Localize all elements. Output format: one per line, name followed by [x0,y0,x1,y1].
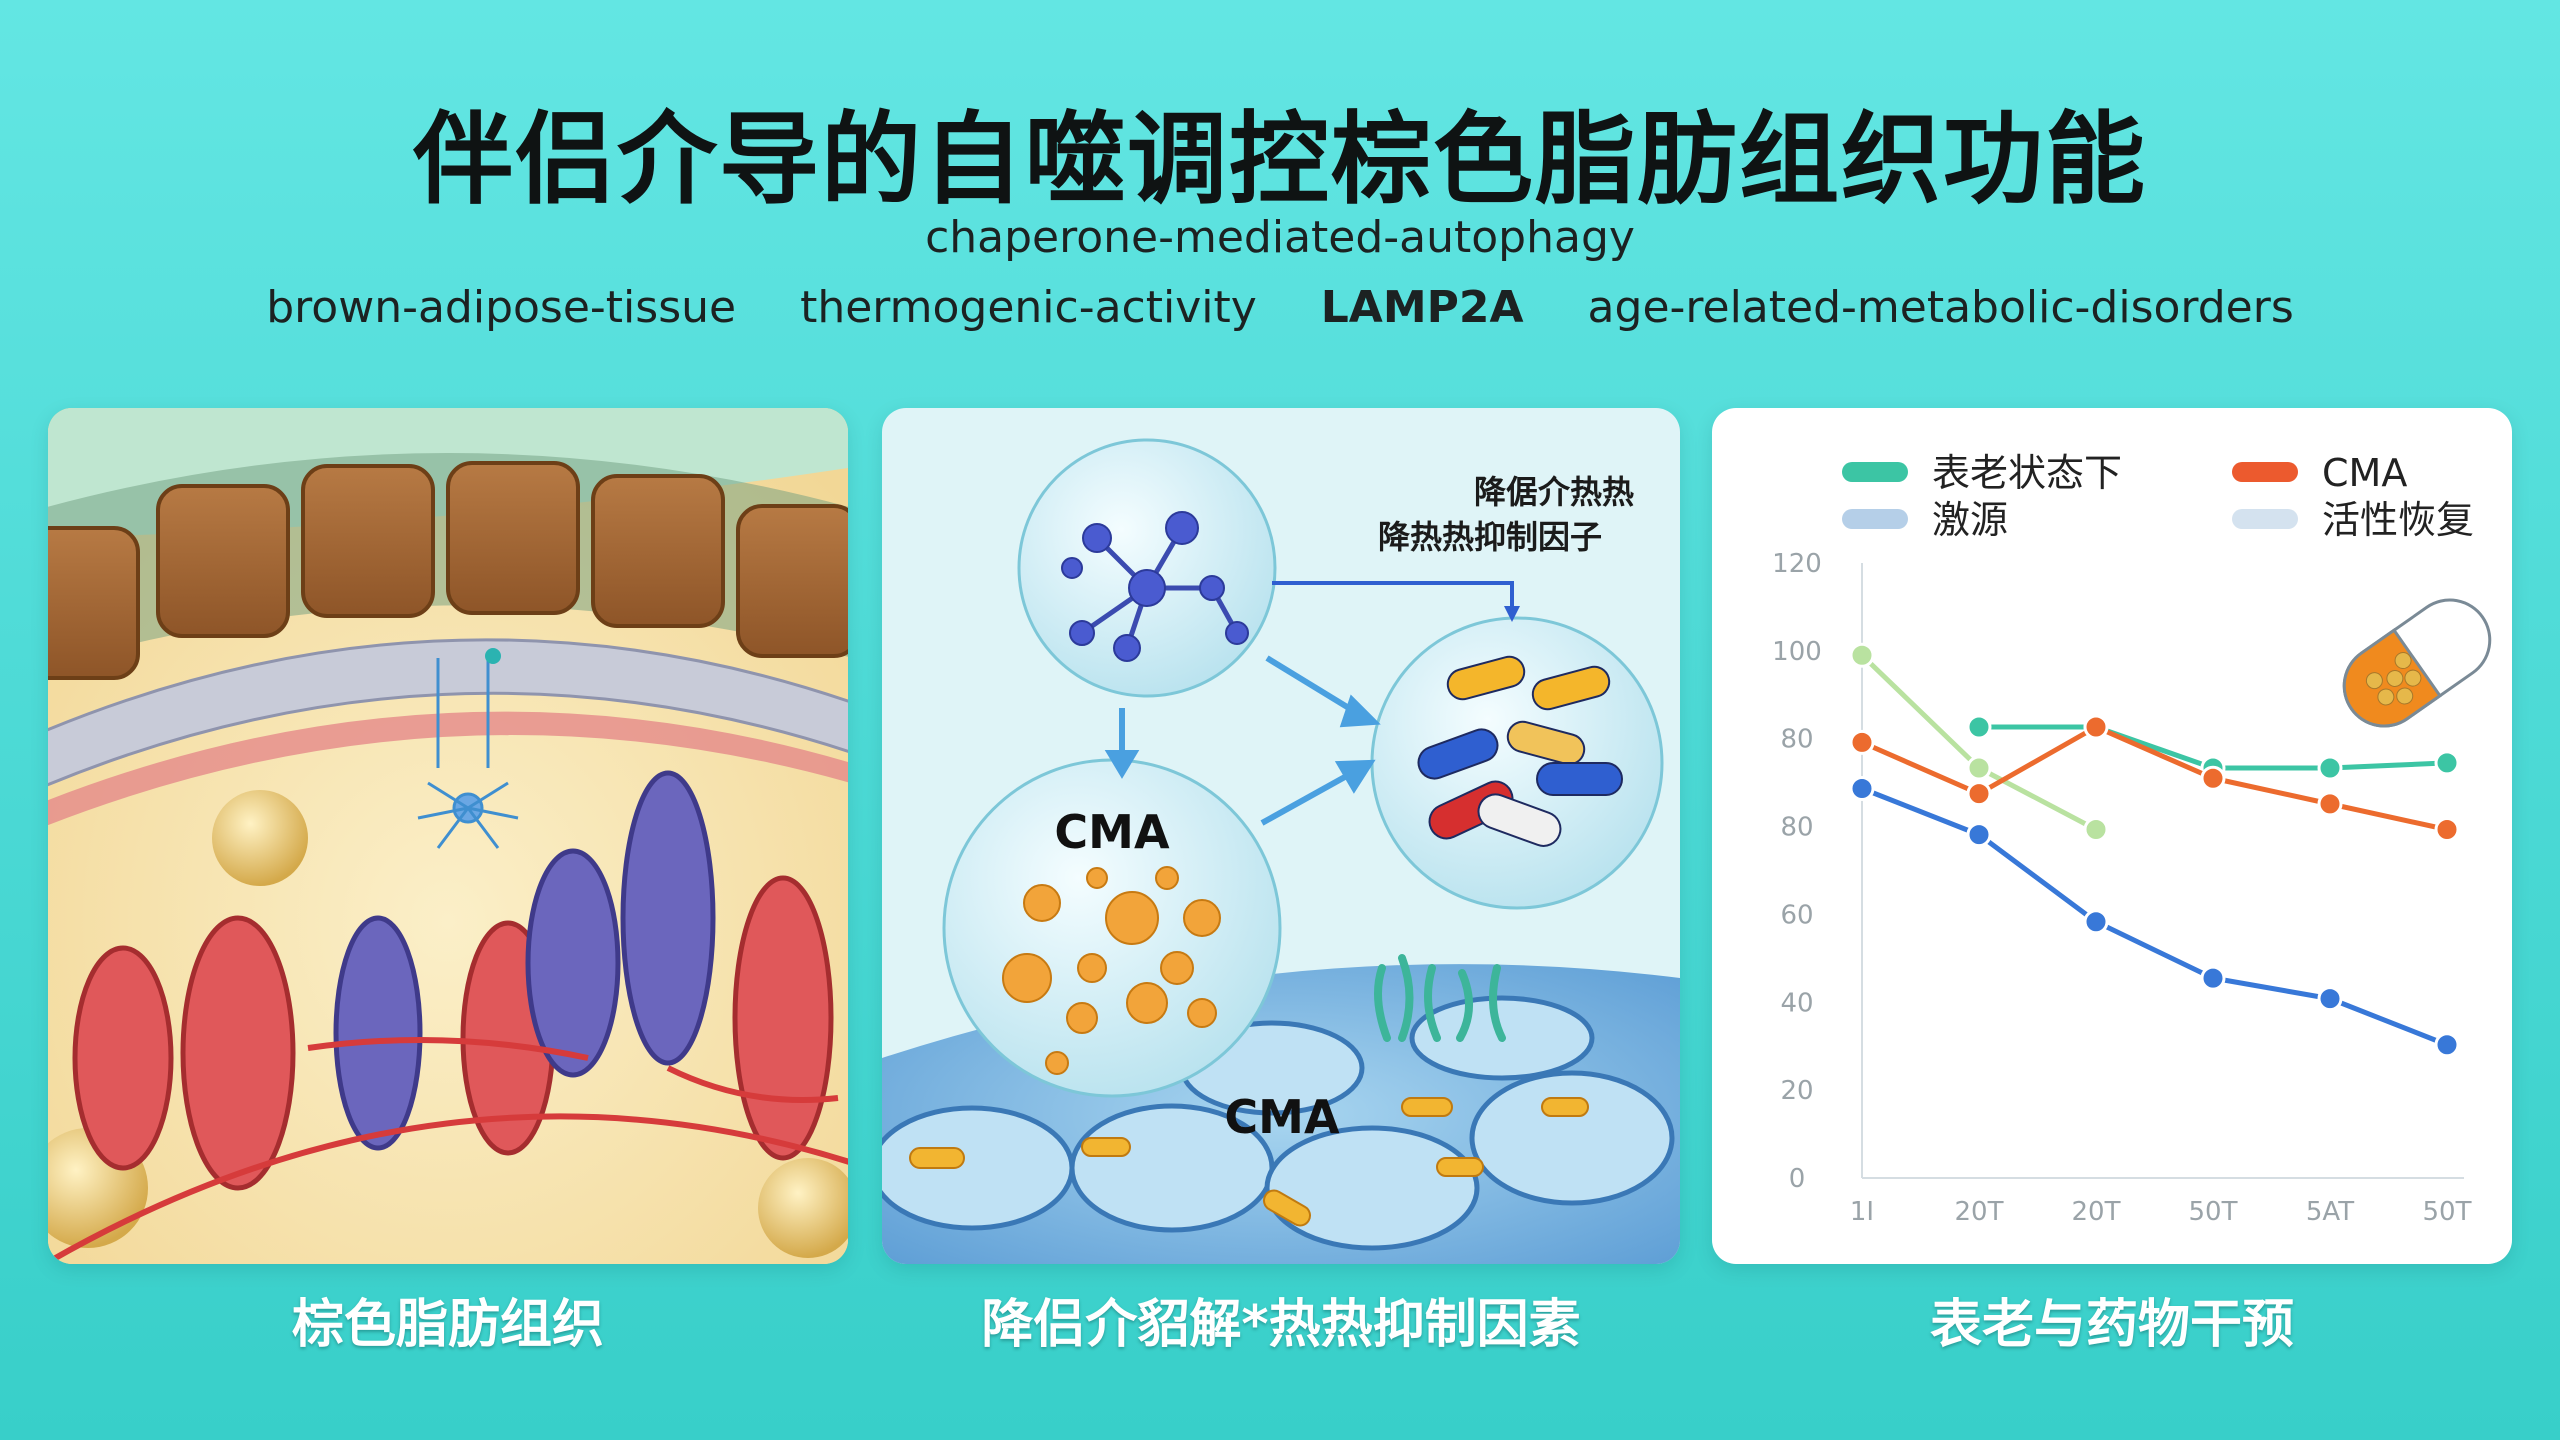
keyword-row: brown-adipose-tissue thermogenic-activit… [0,282,2560,333]
keyword-item: thermogenic-activity [800,282,1257,333]
callout-line-1: 降倨介热热 [1474,473,1634,511]
x-tick-label: 50T [2423,1197,2472,1227]
aging-caption: 表老与药物干预 [1929,1295,2294,1355]
callout-line-2: 降热热抑制因子 [1378,518,1602,556]
y-tick-label: 120 [1772,549,1822,579]
tissue-caption: 棕色脂肪组织 [291,1295,604,1355]
legend-swatch [1842,509,1908,529]
keyword-item: age-related-metabolic-disorders [1587,282,2294,333]
series-line [1860,724,2448,832]
mechanism-caption: 降侣介貂解*热热抑制因素 [981,1295,1581,1355]
y-tick-label: 60 [1780,900,1813,930]
data-point [2317,755,2343,781]
y-tick-label: 0 [1789,1164,1806,1194]
lysosome-cargo [1002,866,1221,1075]
mechanism-illustration: CMA 降倨介热热 降热热抑制因子 CMA [882,438,1680,1264]
data-point [2317,791,2343,817]
legend-swatch [1842,462,1908,482]
x-tick-label: 20T [2072,1197,2121,1227]
data-point [1966,822,1992,848]
cma-bubble-label: CMA [1054,805,1170,859]
data-point [1966,781,1992,807]
y-tick-label: 40 [1780,988,1813,1018]
y-tick-label: 20 [1780,1076,1813,1106]
legend-swatch [2232,509,2298,529]
brown-cell-layer [48,453,848,680]
legend-label: 表老状态下 [1932,451,2122,495]
legend-label: CMA [2322,451,2407,495]
x-tick-label: 50T [2189,1197,2238,1227]
legend-label: 激源 [1932,498,2008,542]
receptor-icon [417,648,519,849]
pathway-arrows [1104,655,1381,826]
data-point [2317,986,2343,1012]
keyword-item: LAMP2A [1320,282,1524,333]
data-point [1966,714,1992,740]
data-point [1849,729,1875,755]
data-point [2434,1032,2460,1058]
data-point [1849,642,1875,668]
cma-membrane-label: CMA [1224,1090,1340,1144]
series-line [1861,786,2448,1048]
data-point [2083,817,2109,842]
tissue-illustration-panel [48,408,848,1264]
blood-vessels [48,1037,848,1264]
page-title: 伴侣介导的自噬调控棕色脂肪组织功能 [413,101,2147,218]
data-point [1849,776,1875,801]
y-tick-label: 80 [1780,813,1813,843]
mitochondria-purple [333,770,716,1151]
legend-label: 活性恢复 [2322,498,2474,542]
protein-capsules [909,1097,1589,1227]
data-point [2200,965,2226,991]
x-tick-label: 5AT [2306,1197,2354,1227]
legend-swatch [2232,462,2298,482]
aging-line-chart: 表老状态下 CMA 激源 活性恢复 0 20 40 60 80 80 100 120 1I 20T 20T… [1772,451,2492,1227]
drug-capsules [1417,655,1623,847]
data-point [1966,755,1992,781]
data-point [2434,817,2460,842]
tissue-illustration [48,408,848,1264]
x-tick-label: 1I [1850,1197,1874,1227]
keyword-item: brown-adipose-tissue [266,282,737,333]
page-subtitle: chaperone-mediated-autophagy [925,212,1635,263]
data-point [2083,714,2109,740]
data-point [2434,750,2460,776]
y-tick-label: 80 [1780,725,1813,755]
chart-axes: 0 20 40 60 80 80 100 120 1I 20T 20T 50T 5AT 50T [1772,549,2471,1227]
chart-series [1849,642,2460,1058]
data-point [2200,765,2226,791]
chart-legend: 表老状态下 CMA 激源 活性恢复 [1842,451,2474,542]
y-tick-label: 100 [1772,637,1822,667]
lamp2a-icon [1374,954,1506,1042]
mechanism-illustration-panel: CMA 降倨介热热 降热热抑制因子 CMA [882,408,1680,1264]
pill-icon [2342,598,2492,728]
aging-chart-panel: 表老状态下 CMA 激源 活性恢复 0 20 40 60 80 80 100 120 1I 20T 20T… [1712,408,2512,1264]
data-point [2083,909,2109,935]
x-tick-label: 20T [1955,1197,2004,1227]
